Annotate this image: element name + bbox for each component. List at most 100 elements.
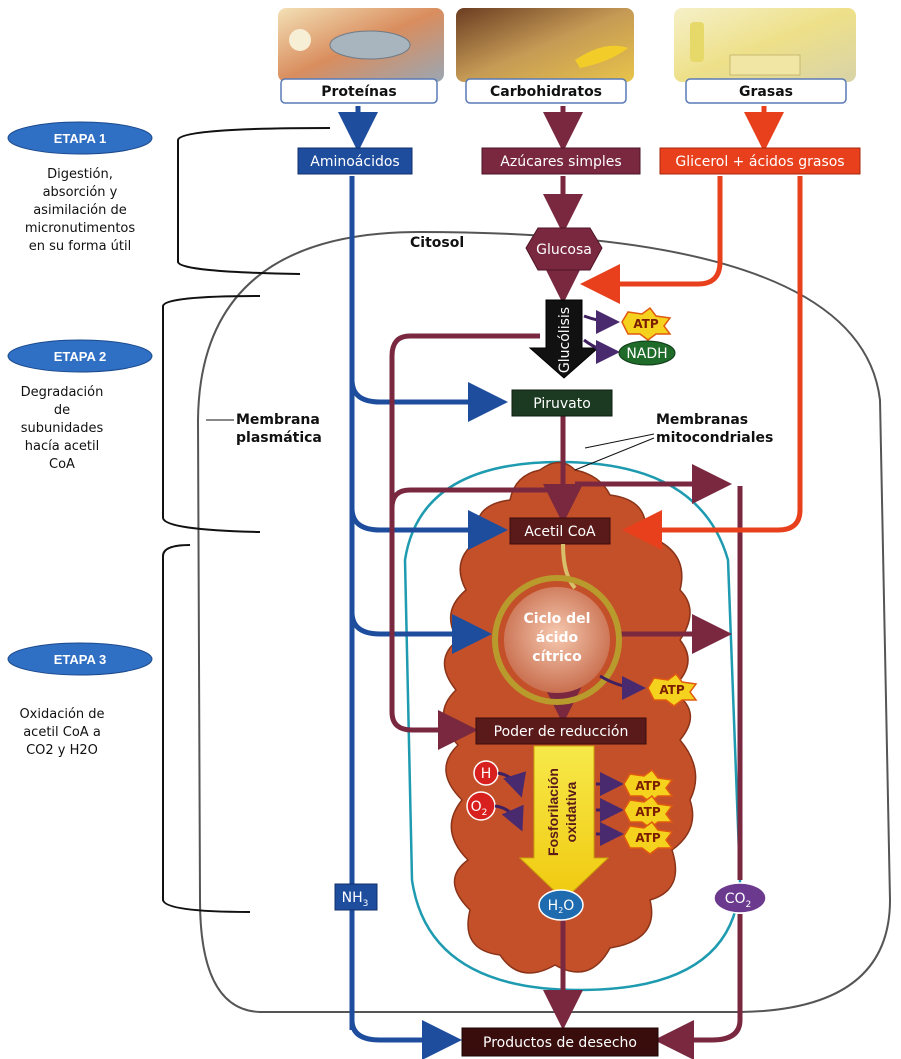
atp-oxphos-3: ATP: [623, 820, 674, 855]
egg-icon: [289, 29, 311, 51]
krebs-cycle: Ciclo del ácido cítrico: [492, 543, 622, 705]
glucose-label: Glucosa: [536, 242, 592, 258]
h-label: H: [481, 766, 492, 782]
oxphos-label-1: Fosforilación: [545, 768, 561, 856]
nh3-to-waste: [349, 1019, 462, 1059]
stage-2-badge-label: ETAPA 2: [54, 349, 107, 364]
glycerol-box: Glicerol + ácidos grasos: [659, 147, 861, 175]
stage-3-bracket: [162, 544, 251, 913]
glycerol-to-glycolysis: [580, 176, 723, 304]
oxphos-arrow: [518, 745, 610, 901]
fish-icon: [329, 30, 411, 60]
food-protein: Proteínas: [278, 8, 444, 104]
fat-food-photo: [674, 8, 856, 82]
stage-2-desc-1: Degradación: [21, 385, 104, 400]
fatty-acids-to-acetylcoa: [622, 176, 803, 550]
mito-membranes-label-1: Membranas: [656, 412, 748, 428]
carbohydrate-food-photo: [456, 8, 634, 82]
banana-icon: [575, 45, 628, 68]
o2-to-oxphos-arrow: [494, 804, 524, 832]
waste-box: Productos de desecho: [461, 1027, 659, 1057]
atp-oxphos-3-label: ATP: [635, 831, 661, 845]
food-label-proteins-box: [280, 78, 438, 104]
stage-3: ETAPA 3 Oxidación de acetil CoA a CO2 y …: [7, 642, 153, 758]
nadh-label: NADH: [626, 346, 667, 362]
acetylcoa-to-krebs-arrow: [561, 543, 577, 590]
pyruvate-label: Piruvato: [533, 396, 591, 412]
food-fats: Grasas: [674, 8, 856, 104]
co2-badge: CO2: [713, 882, 767, 914]
stage-2-desc-5: CoA: [49, 457, 75, 472]
h-o2-arrows: [494, 771, 527, 832]
glycolysis-outputs: [583, 309, 646, 846]
oxphos-label-2: oxidativa: [563, 781, 579, 842]
co2-to-waste: [654, 914, 743, 1059]
acetylcoa-branch-left: [389, 487, 555, 509]
food-label-carbs: Carbohidratos: [490, 84, 602, 100]
nh3-label: NH3: [342, 890, 369, 909]
aminoacids-box: Aminoácidos: [297, 147, 413, 175]
co2-label: CO2: [725, 891, 752, 910]
mito-membranes-pointer-2: [574, 437, 655, 471]
food-carbs: Carbohidratos: [456, 8, 634, 104]
nadh-badge: NADH: [618, 340, 676, 366]
krebs-core: [504, 587, 610, 693]
stage-1-desc-5: en su forma útil: [29, 239, 131, 254]
cytosol-label: Citosol: [410, 235, 464, 251]
atp-krebs-label: ATP: [659, 683, 685, 697]
mito-membranes-label-2: mitocondriales: [656, 430, 773, 446]
stage-1-desc-4: micronutimentos: [25, 221, 136, 236]
stage-1-desc-1: Digestión,: [47, 167, 113, 182]
aminoacid-to-krebs: [349, 611, 492, 654]
stage-2-desc-4: hacía acetil: [25, 439, 100, 454]
mitochondrial-outer-membrane: [403, 460, 742, 992]
h2o-subscript: 2: [558, 906, 563, 915]
reducing-power-label: Poder de reducción: [494, 724, 629, 740]
stage-2-desc-2: de: [54, 403, 70, 418]
co2-subscript: 2: [746, 900, 752, 910]
fat-pathway: [580, 106, 803, 550]
food-label-proteins: Proteínas: [321, 84, 397, 100]
h-molecule: H: [473, 760, 499, 786]
stage-3-desc-2: acetil CoA a: [23, 725, 101, 740]
glycolysis-to-reducing-power: [389, 333, 540, 750]
food-label-carbs-box: [465, 78, 627, 104]
carb-pathway: [389, 106, 743, 1059]
acetylcoa-label: Acetil CoA: [524, 524, 596, 540]
reducing-power-box: Poder de reducción: [475, 717, 647, 745]
o2-letter: O: [471, 799, 482, 815]
atp-glycolysis-label: ATP: [633, 317, 659, 331]
stage-1: ETAPA 1 Digestión, absorción y asimilaci…: [7, 121, 153, 254]
krebs-label-1: Ciclo del: [524, 611, 591, 627]
stage-3-badge-label: ETAPA 3: [54, 652, 107, 667]
h2o-o: O: [563, 898, 574, 914]
aminoacid-to-acetylcoa: [349, 507, 508, 550]
stage-1-badge-label: ETAPA 1: [54, 131, 107, 146]
glycolysis-atp-arrow: [583, 309, 620, 334]
stage-1-desc-2: absorción y: [43, 185, 118, 200]
atp-oxphos-2: ATP: [623, 794, 674, 829]
stage-2: ETAPA 2 Degradación de subunidades hacía…: [7, 339, 153, 472]
glucose-box: Glucosa: [525, 227, 603, 271]
stage-1-badge: [7, 121, 153, 155]
oxidative-phosphorylation: Fosforilación oxidativa: [518, 745, 610, 901]
atp-oxphos-2-label: ATP: [635, 805, 661, 819]
stage-2-bracket: [162, 295, 261, 533]
atp-oxphos-1: ATP: [623, 768, 674, 803]
plasma-membrane-label-2: plasmática: [236, 430, 322, 446]
stage-1-bracket: [177, 127, 331, 275]
simple-sugars-box: Azúcares simples: [481, 147, 641, 175]
o2-subscript: 2: [482, 808, 488, 818]
aminoacids-label: Aminoácidos: [310, 154, 399, 170]
h2o-label: H2O: [548, 898, 575, 915]
mito-membranes-pointer-1: [584, 433, 655, 449]
butter-icon: [729, 54, 801, 76]
plasma-membrane: [196, 230, 892, 1013]
food-label-fats-box: [685, 78, 847, 104]
stage-2-desc-3: subunidades: [21, 421, 104, 436]
h2o-h: H: [548, 898, 559, 914]
nh3-box: NH3: [334, 883, 378, 911]
oil-bottle-icon: [690, 22, 704, 62]
nh3-letters: NH: [342, 890, 363, 906]
